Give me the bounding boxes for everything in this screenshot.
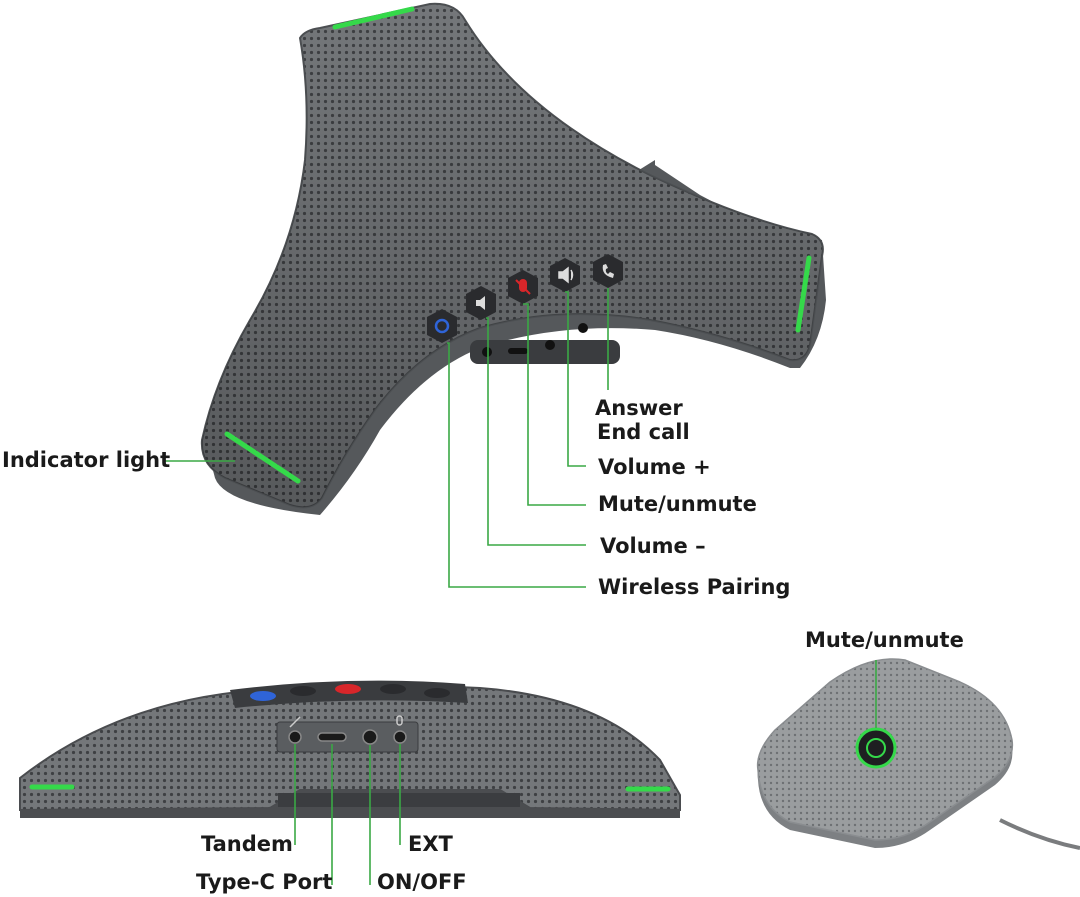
answer-button[interactable] xyxy=(593,254,623,288)
on-off-label: ON/OFF xyxy=(377,870,467,894)
leader-lines-top xyxy=(163,288,609,588)
ext-label: EXT xyxy=(408,832,453,856)
port-panel xyxy=(470,340,620,364)
volume-up-icon xyxy=(558,266,574,284)
indicator-light-label: Indicator light xyxy=(2,448,171,472)
link-icon xyxy=(289,716,301,728)
indicator-light-right xyxy=(795,255,812,333)
mic-mute-unmute-label: Mute/unmute xyxy=(805,628,964,652)
volume-up-label: Volume + xyxy=(598,455,711,479)
tandem-label: Tandem xyxy=(201,832,293,856)
indicator-light-top xyxy=(332,6,415,30)
phone-icon xyxy=(602,264,614,278)
front-port-panel xyxy=(276,721,419,753)
wireless-pairing-label: Wireless Pairing xyxy=(598,575,791,599)
volume-down-button[interactable] xyxy=(466,286,496,320)
mute-button[interactable] xyxy=(508,270,538,304)
volume-up-button[interactable] xyxy=(550,258,580,292)
microphone-pod xyxy=(756,658,1080,850)
volume-down-label: Volume – xyxy=(600,534,706,558)
indicator-light-left xyxy=(224,431,301,484)
bluetooth-icon xyxy=(434,318,450,334)
speakerphone-top-view xyxy=(200,2,826,515)
end-call-label: End call xyxy=(597,420,690,444)
ext-port[interactable] xyxy=(393,730,407,744)
pairing-button[interactable] xyxy=(427,309,457,343)
leader-lines-front xyxy=(294,744,401,885)
speakerphone-front-view xyxy=(19,680,681,818)
volume-down-icon xyxy=(476,296,485,310)
answer-label: Answer xyxy=(595,396,683,420)
power-icon[interactable] xyxy=(362,729,378,745)
mic-icon xyxy=(396,715,403,726)
type-c-port[interactable] xyxy=(317,732,347,742)
tandem-port[interactable] xyxy=(288,730,302,744)
mic-mute-button[interactable] xyxy=(855,727,897,769)
mute-unmute-label: Mute/unmute xyxy=(598,492,757,516)
type-c-port-label: Type-C Port xyxy=(196,870,333,894)
